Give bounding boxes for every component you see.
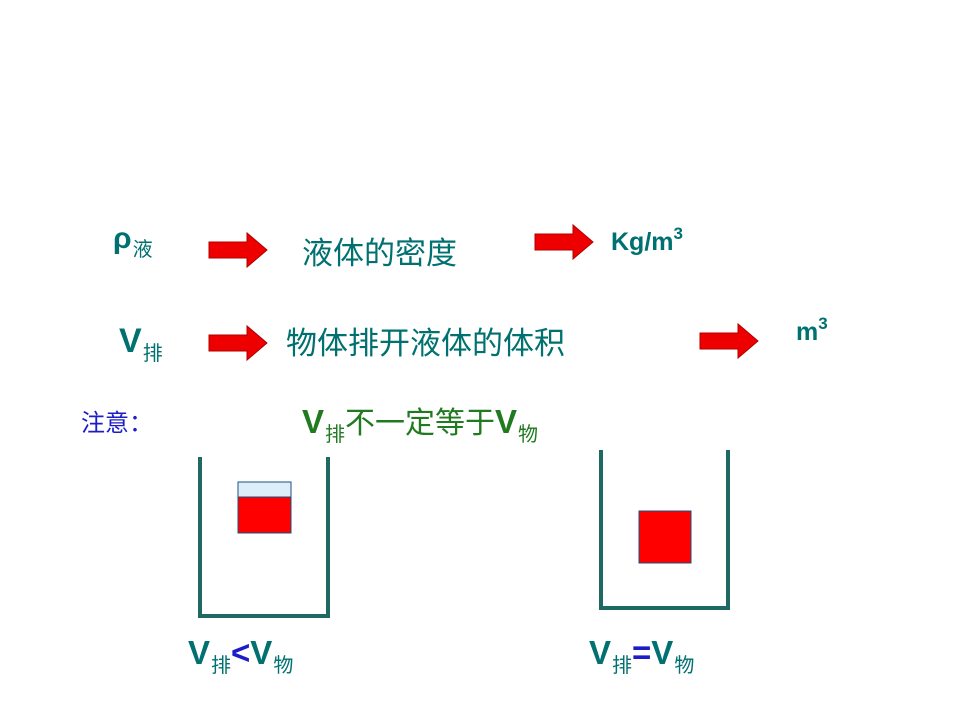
rho-subscript: 液: [132, 237, 153, 261]
density-description: 液体的密度: [302, 236, 457, 272]
less-than-operator: <: [231, 634, 251, 671]
right-caption-v2-subscript: 物: [674, 653, 695, 677]
volume-unit: m3: [796, 314, 828, 347]
fully-submerged-block: [638, 510, 692, 564]
note-v-object-subscript: 物: [518, 422, 539, 446]
note-statement: V排不一定等于V物: [302, 398, 538, 446]
left-caption: V排<V物: [188, 633, 293, 677]
left-caption-v2: V: [250, 634, 273, 671]
right-caption-v2: V: [651, 634, 674, 671]
left-beaker: [198, 457, 330, 618]
displaced-volume-description: 物体排开液体的体积: [286, 326, 565, 362]
density-unit-exponent: 3: [673, 224, 683, 243]
density-symbol: ρ液: [113, 222, 153, 261]
right-caption-v1: V: [589, 634, 612, 671]
right-arrow-icon: [699, 322, 759, 360]
note-v-object: V: [495, 403, 518, 440]
equals-operator: =: [632, 634, 652, 671]
note-v-displaced-subscript: 排: [325, 422, 346, 446]
note-v-displaced: V: [302, 403, 325, 440]
right-arrow-icon: [208, 324, 268, 362]
displaced-volume-symbol: V排: [119, 322, 163, 365]
volume-unit-exponent: 3: [818, 314, 828, 333]
volume-unit-base: m: [796, 318, 819, 346]
right-caption: V排=V物: [589, 633, 694, 677]
right-caption-v1-subscript: 排: [612, 653, 633, 677]
density-unit: Kg/m3: [611, 224, 683, 257]
block-above-liquid: [237, 481, 292, 498]
note-middle-text: 不一定等于: [345, 406, 496, 441]
note-label: 注意：: [81, 409, 153, 437]
right-beaker: [599, 450, 730, 610]
left-caption-v1-subscript: 排: [211, 653, 232, 677]
v-subscript: 排: [142, 341, 163, 365]
block-submerged-part: [237, 496, 292, 534]
density-unit-base: Kg/m: [611, 228, 674, 256]
left-caption-v2-subscript: 物: [273, 653, 294, 677]
left-caption-v1: V: [188, 634, 211, 671]
right-arrow-icon: [534, 223, 594, 261]
right-arrow-icon: [208, 231, 268, 269]
v-symbol: V: [119, 322, 142, 360]
rho-symbol: ρ: [113, 222, 132, 255]
